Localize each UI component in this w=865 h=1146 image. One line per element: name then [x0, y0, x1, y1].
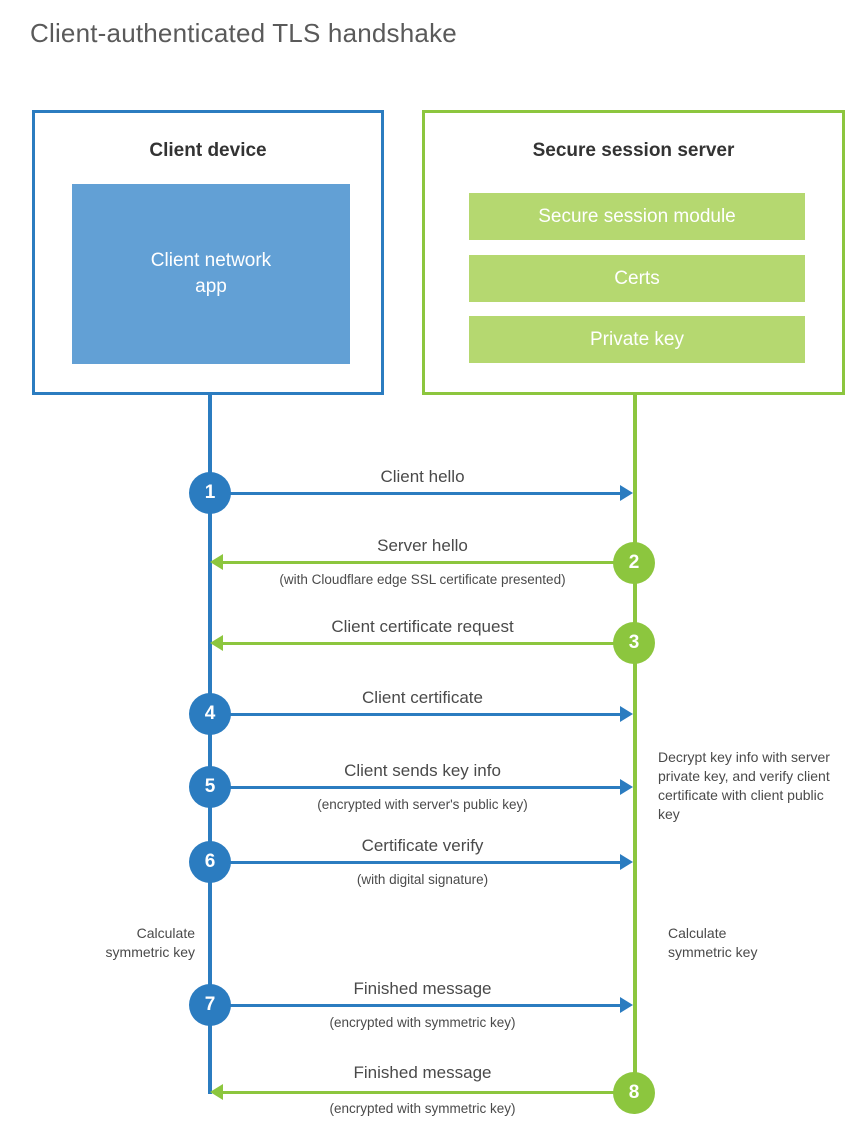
server-lifeline — [633, 394, 637, 1094]
step-5-sublabel: (encrypted with server's public key) — [317, 797, 528, 812]
step-8-arrow-shaft — [223, 1091, 635, 1094]
step-5-arrow-head — [620, 779, 633, 795]
step-7-sublabel: (encrypted with symmetric key) — [329, 1015, 516, 1030]
calculate-symmetric-key-server-note: Calculate symmetric key — [668, 924, 828, 962]
step-2-arrow-head — [210, 554, 223, 570]
step-6-number-badge: 6 — [189, 841, 231, 883]
step-2-arrow-shaft — [223, 561, 635, 564]
step-5-number-badge: 5 — [189, 766, 231, 808]
step-1-arrow-head — [620, 485, 633, 501]
calculate-symmetric-key-server-line2: symmetric key — [668, 943, 758, 960]
page-title: Client-authenticated TLS handshake — [30, 18, 457, 48]
step-7-arrow-head — [620, 997, 633, 1013]
step-6-arrow-shaft — [210, 861, 622, 864]
calculate-symmetric-key-server-line1: Calculate — [668, 925, 727, 941]
calculate-symmetric-key-client-line1: Calculate — [136, 925, 195, 941]
client-network-app-block: Client network app — [72, 184, 350, 364]
client-lifeline — [208, 394, 212, 1094]
secure-session-server-title: Secure session server — [532, 140, 735, 161]
step-2-number-badge: 2 — [613, 542, 655, 584]
client-device-box: Client device Client network app — [32, 110, 384, 395]
step-6-arrow-head — [620, 854, 633, 870]
step-8-number-badge: 8 — [613, 1072, 655, 1114]
step-8-label: Finished message — [353, 1063, 492, 1082]
step-5-arrow-shaft — [210, 786, 622, 789]
calculate-symmetric-key-client-note: Calculate symmetric key — [40, 924, 195, 962]
server-component-private-key: Private key — [469, 316, 805, 363]
client-device-title: Client device — [149, 140, 267, 161]
step-2-sublabel: (with Cloudflare edge SSL certificate pr… — [279, 572, 566, 587]
client-app-label-line2: app — [195, 276, 227, 297]
step-1-arrow-shaft — [210, 492, 622, 495]
step-3-number-badge: 3 — [613, 622, 655, 664]
step-7-number-badge: 7 — [189, 984, 231, 1026]
server-component-certs: Certs — [469, 255, 805, 302]
step-4-label: Client certificate — [362, 688, 483, 707]
step-4-arrow-head — [620, 706, 633, 722]
server-component-secure-session-module: Secure session module — [469, 193, 805, 240]
decrypt-key-info-note: Decrypt key info with server private key… — [658, 749, 830, 822]
step-4-arrow-shaft — [210, 713, 622, 716]
client-app-label-line1: Client network — [150, 250, 272, 272]
step-1-label: Client hello — [380, 467, 465, 486]
step-3-arrow-head — [210, 635, 223, 651]
step-7-arrow-shaft — [210, 1004, 622, 1007]
calculate-symmetric-key-client-line2: symmetric key — [105, 943, 195, 960]
step-8-arrow-head — [210, 1084, 223, 1100]
step-4-number-badge: 4 — [189, 693, 231, 735]
step-3-label: Client certificate request — [331, 617, 514, 636]
secure-session-server-box: Secure session server Secure session mod… — [422, 110, 845, 395]
step-6-sublabel: (with digital signature) — [356, 872, 489, 887]
step-5-label: Client sends key info — [344, 761, 501, 780]
step-7-label: Finished message — [353, 979, 492, 998]
step-2-label: Server hello — [377, 536, 468, 555]
step-8-sublabel: (encrypted with symmetric key) — [329, 1101, 516, 1116]
step-6-label: Certificate verify — [361, 836, 484, 855]
step-1-number-badge: 1 — [189, 472, 231, 514]
step-3-arrow-shaft — [223, 642, 635, 645]
